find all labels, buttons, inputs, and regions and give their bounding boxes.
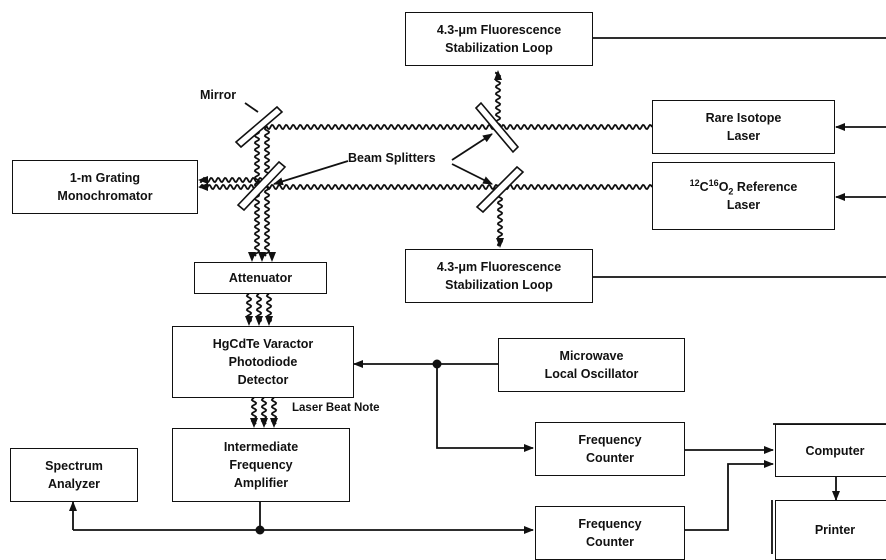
frequency-counter-2-line1: Frequency	[578, 517, 642, 531]
beam-up-top-splitter	[494, 71, 502, 128]
printer-label: Printer	[814, 523, 856, 537]
mirror-leader	[244, 102, 259, 113]
fluorescence-loop-top-line1: 4.3-μm Fluorescence	[436, 23, 562, 37]
junction-dot-bus	[255, 525, 265, 535]
microwave-line2: Local Oscillator	[544, 367, 639, 381]
spectrum-analyzer: Spectrum Analyzer	[10, 448, 138, 502]
reference-laser-line2: Laser	[726, 198, 761, 212]
grating-monochromator: 1-m Grating Monochromator	[12, 160, 198, 214]
beam-mono-second	[199, 176, 263, 184]
rare-isotope-laser-line1: Rare Isotope	[705, 111, 782, 125]
frequency-counter-1: Frequency Counter	[535, 422, 685, 476]
rare-isotope-laser: Rare Isotope Laser	[652, 100, 835, 154]
fluorescence-loop-bottom-line2: Stabilization Loop	[445, 278, 553, 292]
microwave-line1: Microwave	[559, 349, 624, 363]
frequency-counter-2: Frequency Counter	[535, 506, 685, 560]
reference-laser-line1: 12C16O2 Reference	[689, 177, 798, 197]
rare-isotope-laser-line2: Laser	[726, 129, 761, 143]
frequency-counter-2-line2: Counter	[586, 535, 634, 549]
beam-arrow-bottom	[496, 238, 504, 248]
spectrum-analyzer-line2: Analyzer	[47, 477, 101, 491]
printer: Printer	[775, 500, 886, 560]
mirror-label: Mirror	[200, 88, 237, 102]
fluorescence-loop-top: 4.3-μm Fluorescence Stabilization Loop	[405, 12, 593, 66]
splitter-leader-top	[451, 133, 493, 161]
splitter-leader-bottom	[451, 163, 493, 185]
grating-monochromator-line2: Monochromator	[57, 189, 153, 203]
fluorescence-loop-top-line2: Stabilization Loop	[445, 41, 553, 55]
attenuator-label: Attenuator	[228, 271, 293, 285]
beam-arrow-top	[494, 70, 502, 80]
fc2-to-computer	[685, 460, 774, 531]
microwave-local-oscillator: Microwave Local Oscillator	[498, 338, 685, 392]
computer-label: Computer	[805, 443, 865, 458]
splitter-plate-top	[474, 101, 520, 154]
reference-laser: 12C16O2 Reference Laser	[652, 162, 835, 230]
beam-arrow-att-c	[268, 252, 276, 262]
beam-arrow-det-a	[245, 316, 253, 326]
fluorescence-loop-bottom-line1: 4.3-μm Fluorescence	[436, 260, 562, 274]
varactor-detector-line1: HgCdTe Varactor	[212, 337, 314, 351]
mirror-plate	[234, 105, 284, 149]
if-amplifier-line1: Intermediate	[223, 440, 299, 454]
if-amplifier-line2: Frequency	[229, 458, 293, 472]
frequency-counter-1-line1: Frequency	[578, 433, 642, 447]
if-amplifier-line3: Amplifier	[233, 476, 289, 490]
beam-arrow-att-a	[248, 252, 256, 262]
frequency-counter-1-line2: Counter	[586, 451, 634, 465]
beam-ref-horizontal	[199, 183, 653, 191]
splitter-plate-right	[475, 165, 525, 214]
junction-dot-mo	[432, 359, 442, 369]
splitter-plate-center	[236, 160, 287, 212]
spectrum-analyzer-line1: Spectrum	[45, 459, 103, 473]
beam-rare-horizontal	[259, 123, 653, 131]
laser-beat-note-label: Laser Beat Note	[292, 402, 380, 414]
splitter-leader-left	[273, 160, 349, 186]
beam-arrow-if-a	[250, 418, 258, 428]
attenuator: Attenuator	[194, 262, 327, 294]
beam-arrow-mono-2	[198, 183, 208, 191]
beam-splitters-label: Beam Splitters	[348, 151, 436, 165]
grating-monochromator-line1: 1-m Grating	[69, 171, 141, 185]
varactor-detector-line2: Photodiode	[228, 355, 298, 369]
beam-arrow-if-b	[260, 418, 268, 428]
beam-mirror-down-b	[263, 126, 271, 257]
fluorescence-loop-bottom: 4.3-μm Fluorescence Stabilization Loop	[405, 249, 593, 303]
beam-arrow-mono-1	[198, 176, 208, 184]
beam-arrow-det-c	[265, 316, 273, 326]
beam-arrow-att-b	[258, 252, 266, 262]
varactor-detector: HgCdTe Varactor Photodiode Detector	[172, 326, 354, 398]
varactor-detector-line3: Detector	[237, 373, 289, 387]
if-amplifier: Intermediate Frequency Amplifier	[172, 428, 350, 502]
beam-arrow-if-c	[270, 418, 278, 428]
mo-to-freq-counter-1	[436, 364, 534, 452]
computer: Computer	[775, 424, 886, 477]
beam-arrow-det-b	[255, 316, 263, 326]
